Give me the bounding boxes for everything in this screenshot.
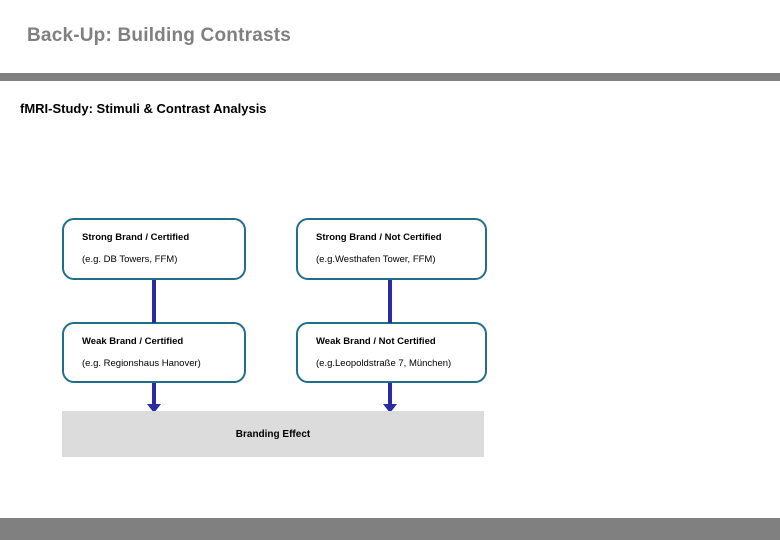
node-title: Strong Brand / Not Certified [316,232,442,243]
header-divider [0,73,780,81]
outcome-bar-branding-effect: Branding Effect [62,411,484,457]
node-title: Strong Brand / Certified [82,232,190,243]
node-title: Weak Brand / Certified [82,336,184,347]
connector-line-right-lower [388,383,392,406]
footer-bar [0,518,780,540]
node-weak-brand-certified[interactable]: Weak Brand / Certified (e.g. Regionshaus… [62,322,246,383]
arrow-down-icon-left [147,404,161,413]
node-strong-brand-certified[interactable]: Strong Brand / Certified (e.g. DB Towers… [62,218,246,280]
connector-line-right-upper [388,280,392,323]
node-example: (e.g.Leopoldstraße 7, München) [316,358,452,369]
node-example: (e.g.Westhafen Tower, FFM) [316,254,436,265]
connector-line-left-lower [152,383,156,406]
slide-subtitle: fMRI-Study: Stimuli & Contrast Analysis [20,101,267,116]
page-title: Back-Up: Building Contrasts [27,25,292,46]
arrow-down-icon-right [383,404,397,413]
connector-line-left-upper [152,280,156,323]
node-example: (e.g. DB Towers, FFM) [82,254,178,265]
node-strong-brand-not-certified[interactable]: Strong Brand / Not Certified (e.g.Westha… [296,218,487,280]
node-weak-brand-not-certified[interactable]: Weak Brand / Not Certified (e.g.Leopolds… [296,322,487,383]
node-title: Weak Brand / Not Certified [316,336,436,347]
node-example: (e.g. Regionshaus Hanover) [82,358,201,369]
outcome-label: Branding Effect [235,428,311,440]
